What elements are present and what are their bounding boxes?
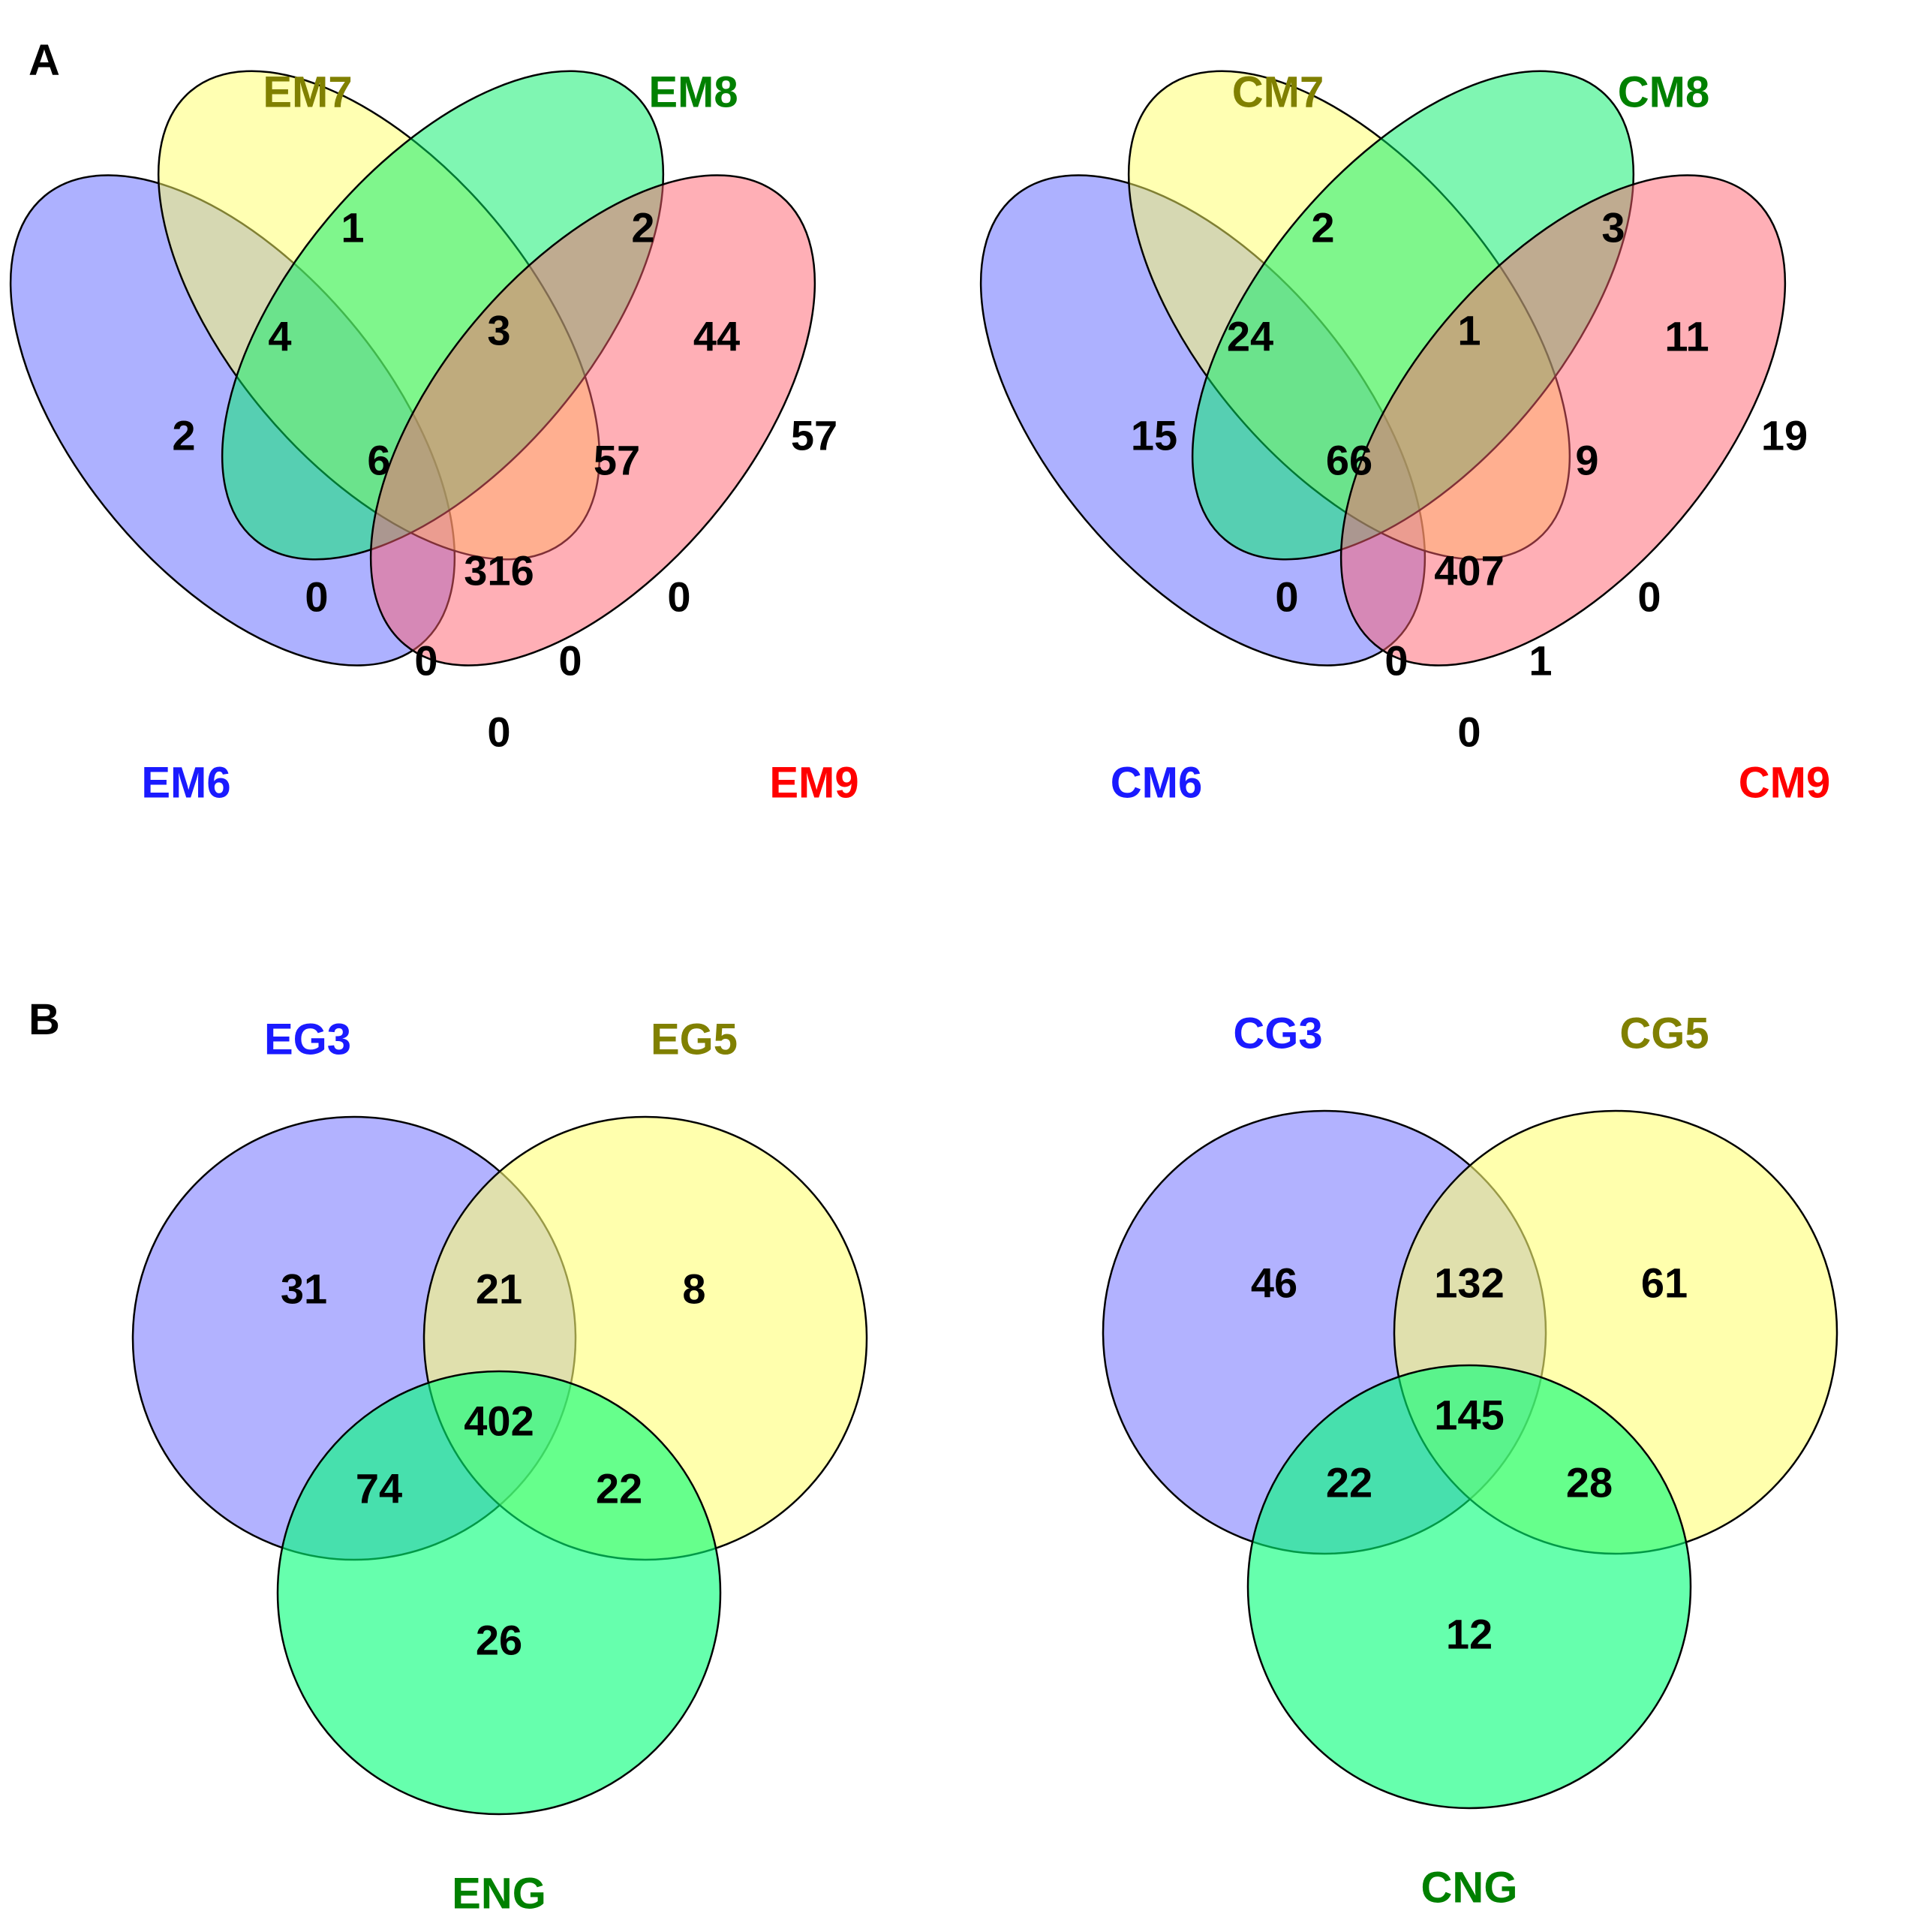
- region-count-c: 2: [631, 204, 654, 251]
- set-ellipse-em9: [369, 174, 816, 667]
- set-label-cm7: CM7: [1232, 68, 1324, 117]
- region-count-abd: 1: [1529, 637, 1552, 685]
- region-count-ab: 4: [268, 313, 291, 360]
- panel-letter-a: A: [29, 36, 60, 85]
- region-count-a: 46: [1251, 1259, 1297, 1307]
- region-count-abc: 6: [367, 437, 390, 484]
- set-label-cng: CNG: [1421, 1864, 1518, 1912]
- set-label-em8: EM8: [648, 68, 738, 117]
- set-label-eg5: EG5: [651, 1016, 738, 1064]
- region-count-abc: 145: [1434, 1392, 1504, 1439]
- region-count-b: 1: [341, 204, 364, 251]
- region-count-abcd: 407: [1434, 547, 1504, 594]
- region-count-ad: 0: [1457, 709, 1481, 756]
- region-count-bc: 1: [1457, 307, 1481, 354]
- set-circle-cng: [1246, 1364, 1692, 1810]
- set-label-eng: ENG: [452, 1870, 546, 1918]
- region-count-ac: 22: [1326, 1459, 1372, 1506]
- region-count-ab: 24: [1227, 313, 1273, 360]
- region-count-a: 2: [172, 412, 195, 459]
- region-count-ac: 74: [356, 1465, 402, 1512]
- region-count-b: 2: [1311, 204, 1334, 251]
- panel-letter-b: B: [29, 995, 60, 1044]
- set-label-eg3: EG3: [264, 1016, 351, 1064]
- region-count-abd: 0: [558, 637, 582, 685]
- set-label-cm8: CM8: [1618, 68, 1709, 117]
- region-count-acd: 0: [1384, 637, 1408, 685]
- region-count-c: 3: [1601, 204, 1625, 251]
- region-count-ad: 0: [487, 709, 510, 756]
- set-label-cg5: CG5: [1619, 1010, 1709, 1058]
- region-count-c: 26: [476, 1617, 522, 1664]
- region-count-abcd: 316: [464, 547, 534, 594]
- region-count-bcd: 57: [594, 437, 640, 484]
- region-count-c: 12: [1446, 1611, 1493, 1658]
- set-label-em6: EM6: [141, 759, 230, 808]
- region-count-a: 31: [281, 1265, 327, 1313]
- region-count-ab: 132: [1434, 1259, 1504, 1307]
- region-count-b: 8: [682, 1265, 705, 1313]
- region-count-cd: 11: [1664, 313, 1709, 360]
- region-count-bd: 0: [667, 573, 690, 621]
- region-count-abc: 66: [1326, 437, 1372, 484]
- set-label-cm9: CM9: [1739, 759, 1830, 808]
- set-label-cm6: CM6: [1111, 759, 1202, 808]
- region-count-cd: 44: [693, 313, 740, 360]
- set-label-cg3: CG3: [1233, 1010, 1322, 1058]
- region-count-bc: 22: [596, 1465, 642, 1512]
- set-ellipse-cm9: [1339, 174, 1787, 667]
- region-count-a: 15: [1131, 412, 1177, 459]
- region-count-acd: 0: [414, 637, 437, 685]
- region-count-d: 57: [791, 412, 837, 459]
- region-count-ac: 0: [305, 573, 328, 621]
- region-count-b: 61: [1641, 1259, 1688, 1307]
- region-count-ac: 0: [1275, 573, 1298, 621]
- region-count-bc: 3: [487, 307, 510, 354]
- region-count-bc: 28: [1566, 1459, 1613, 1506]
- region-count-abc: 402: [464, 1398, 534, 1445]
- set-label-em9: EM9: [769, 759, 858, 808]
- region-count-ab: 21: [476, 1265, 522, 1313]
- region-count-d: 19: [1761, 412, 1808, 459]
- set-circle-eng: [276, 1370, 722, 1816]
- region-count-bd: 0: [1637, 573, 1661, 621]
- set-label-em7: EM7: [263, 68, 352, 117]
- region-count-bcd: 9: [1575, 437, 1598, 484]
